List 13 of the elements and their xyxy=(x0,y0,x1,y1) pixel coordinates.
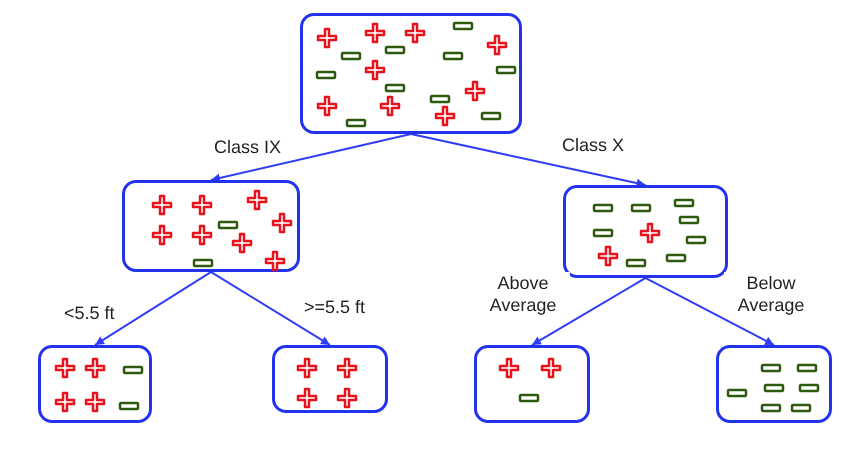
arrow xyxy=(532,277,646,346)
arrow xyxy=(210,133,412,182)
arrow xyxy=(410,133,646,188)
node-box xyxy=(716,345,832,423)
node-box xyxy=(563,185,728,278)
node-box xyxy=(272,345,388,413)
node-box xyxy=(122,180,300,272)
node-box xyxy=(300,13,522,134)
arrow xyxy=(94,271,212,346)
arrow xyxy=(210,271,331,346)
node-box xyxy=(38,345,152,423)
arrow xyxy=(645,277,774,346)
node-box xyxy=(474,345,590,423)
